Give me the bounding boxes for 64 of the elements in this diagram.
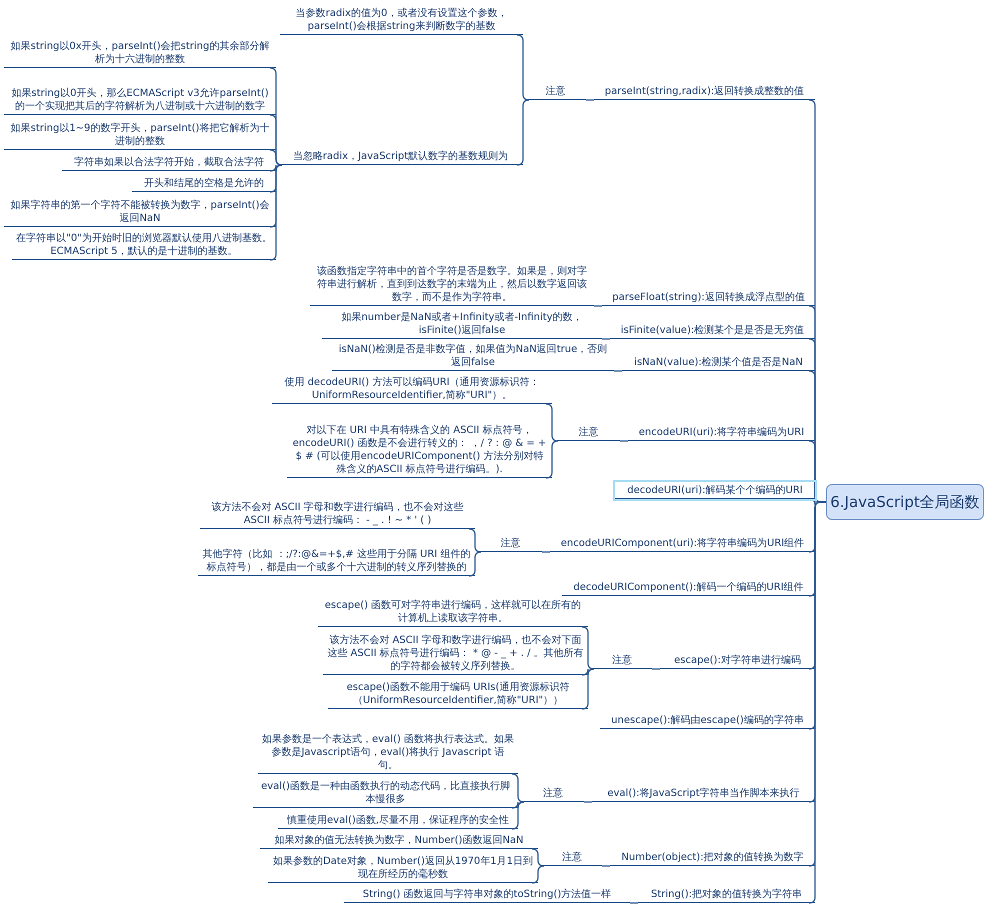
topic-label: parseInt(string,radix):返回转换成整数的值 [594,85,815,100]
topic-label: Number(object):把对象的值转换为数字 [610,851,815,866]
topic-label: 字符串如果以合法字符开始，截取合法字符 [62,156,276,171]
topic-label: isFinite(value):检测某个是是否是无穷值 [610,324,815,339]
topic-label: isNaN()检测是否是非数字值，如果值为NaN返回true，否则返回false [332,343,614,371]
topic-label: 开头和结尾的空格是允许的 [132,177,276,192]
topic-label: 注意 [525,85,586,100]
topic-label: String() 函数返回与字符串对象的toString()方法值一样 [344,888,630,903]
connector-line [542,551,550,553]
topic-label: 该方法不会对 ASCII 字母和数字进行编码，也不会对下面这些 ASCII 标点符号进行编码： * @ - _ + . / 。其他所有的字符都会被转义序列替换。 [323,634,588,675]
connector-line [516,99,530,166]
connector-line [652,668,660,670]
connector-line [582,668,595,710]
connector-line [468,528,482,553]
topic-label: 该方法不会对 ASCII 字母和数字进行编码，也不会对这些 ASCII 标点符号进行编码： - _ . ! ~ * ' ( ) [200,501,475,529]
connector-line [532,848,545,867]
topic-label: 使用 decodeURI() 方法可以编码URI（通用资源标识符：UniformResourceIdentifier,简称"URI"）。 [272,376,552,404]
connector-line [620,440,628,442]
topic-label: String():把对象的值转换为字符串 [638,888,815,903]
topic-label: decodeURIComponent():解码一个编码的URI组件 [562,581,815,596]
connector-line [602,338,610,340]
connector-line [602,865,610,867]
topic-label: unescape():解码由escape()编码的字符串 [600,714,815,729]
topic-label: encodeURI(uri):将字符串编码为URI [628,426,815,441]
topic-label: 注意 [522,787,584,802]
central-topic-box: 6.JavaScript全局函数 [826,484,984,520]
topic-label: escape() 函数可对字符串进行编码，这样就可以在所有的计算机上读取该字符串。 [318,599,588,627]
topic-label: parseFloat(string):返回转换成浮点型的值 [602,291,815,306]
topic-label: 注意 [479,537,542,552]
topic-label: eval():将JavaScript字符串当作脚本来执行 [592,787,815,802]
topic-label: 如果参数是一个表达式，eval() 函数将执行表达式。如果参数是Javascript语句，eval()将执行 Javascript 语句。 [258,733,518,774]
topic-label: 该函数指定字符串中的首个字符是否是数字。如果是，则对字符串进行解析，直到到达数字的末端为止，然后以数字返回该数字，而不是作为字符串。 [310,265,594,306]
topic-label: 对以下在 URI 中具有特殊含义的 ASCII 标点符号，encodeURI() 函数是不会进行转义的： ，/ ? : @ & = + $ # (可以使用encodeURIComponent() 方法分别对特殊含义的ASCII 标点符号进行编码。). [287,424,552,478]
connector-line [270,164,283,261]
topic-label: 慎重使用eval()函数,尽量不用，保证程序的安全性 [278,814,518,829]
connector-line [512,801,525,830]
topic-label: 注意 [542,851,602,866]
topic-label: isNaN(value):检测某个值是否是NaN [622,356,815,371]
topic-label: 如果string以1~9的数字开头，parseInt()将把它解析为十进制的整数 [4,122,276,150]
connector-line [584,801,592,803]
connector-line [586,99,594,101]
topic-label: eval()函数是一种由函数执行的动态代码，比直接执行脚本慢很多 [253,780,518,808]
topic-label: 当忽略radix，JavaScript默认数字的基数规则为 [278,150,523,165]
topic-label: 如果参数的Date对象，Number()返回从1970年1月1日到现在所经历的毫秒数 [268,855,538,883]
topic-label: escape()函数不能用于编码 URIs(通用资源标识符（UniformResourceIdentifier,简称"URI"）） [328,681,588,709]
topic-label: decodeURI(uri):解码某个个编码的URI [615,482,815,499]
topic-label: 其他字符（比如 ：;/?:@&=+$,# 这些用于分隔 URI 组件的标点符号），都是由一个或多个十六进制的转义序列替换的 [198,548,475,576]
topic-label: 如果string以0x开头，parseInt()会把string的其余部分解析为十六进制的整数 [4,40,276,68]
topic-label: 在字符串以"0"为开始时旧的浏览器默认使用八进制基数。ECMAScript 5，默认的是十进制的基数。 [12,232,276,260]
connector-line [468,551,482,577]
connector-line [614,370,622,372]
topic-label: 如果字符串的第一个字符不能被转换为数字，parseInt()会返回NaN [4,199,276,227]
topic-label: 如果对象的值无法转换为数字，Number()函数返回NaN [260,834,538,849]
topic-label: encodeURIComponent(uri):将字符串编码为URI组件 [550,537,815,552]
topic-label: escape():对字符串进行编码 [660,654,815,669]
topic-label: 如果string以0开头，那么ECMAScript v3允许parseInt()的一个实现把其后的字符解析为八进制或十六进制的数字 [4,87,276,115]
topic-label: 当参数radix的值为0，或者没有设置这个参数，parseInt()会根据string来判断数字的基数 [280,7,523,35]
connector-line [532,865,545,884]
connector-line [630,902,638,904]
connector-line [594,305,602,307]
topic-label: 注意 [557,426,620,441]
topic-label: 如果number是NaN或者+Infinity或者-Infinity的数，isFinite()返回false [322,311,602,339]
connector-line [546,440,559,479]
topic-label: 注意 [592,654,652,669]
